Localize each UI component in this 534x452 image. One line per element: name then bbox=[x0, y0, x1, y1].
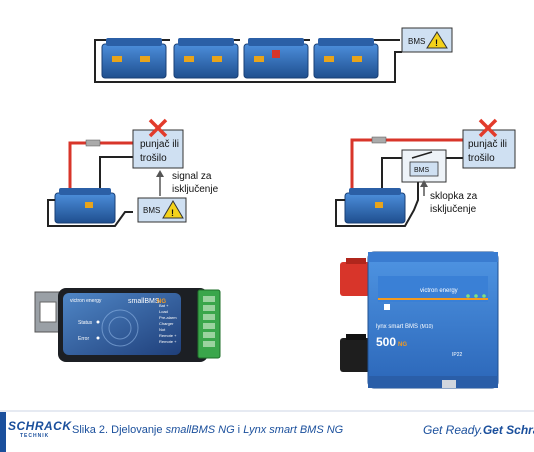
right-bms-label: BMS bbox=[414, 167, 430, 174]
terminal-label: Bat + bbox=[159, 303, 169, 308]
top-battery-1 bbox=[101, 38, 167, 79]
left-diagram: punjač ili trošilo BMS ! signal za isklj… bbox=[47, 118, 219, 227]
right-battery bbox=[344, 188, 406, 224]
cross-icon bbox=[148, 118, 168, 138]
terminal-label: Not bbox=[159, 327, 166, 332]
left-signal-label-1: signal za bbox=[172, 171, 212, 182]
warning-icon: ! bbox=[426, 31, 448, 49]
small-bms-error-label: Error bbox=[78, 336, 89, 342]
top-battery-diagram: BMS ! bbox=[94, 27, 453, 83]
left-bms-box: BMS ! bbox=[137, 197, 187, 223]
footer-accent bbox=[0, 412, 6, 452]
left-battery bbox=[54, 188, 116, 224]
left-load-box: punjač ili trošilo bbox=[132, 118, 184, 169]
schrack-logo-sub: TECHNIK bbox=[20, 433, 50, 439]
figure-caption: Slika 2. Djelovanje smallBMS NG i Lynx s… bbox=[72, 424, 343, 436]
left-bms-label: BMS bbox=[143, 206, 160, 215]
terminal-label: Pre-alarm bbox=[159, 315, 177, 320]
left-load-label-1: punjač ili bbox=[140, 139, 179, 150]
terminal-label: Load bbox=[159, 309, 168, 314]
tagline-prefix: Get Ready. bbox=[423, 423, 483, 437]
small-bms-device: victron energy smallBMS NG Status Error … bbox=[34, 288, 221, 362]
lynx-ip-rating: IP22 bbox=[452, 352, 463, 358]
small-bms-terminal-labels: Bat + Load Pre-alarm Charger Not Remote … bbox=[159, 303, 177, 344]
lynx-rating: 500 bbox=[376, 335, 396, 349]
svg-text:!: ! bbox=[435, 38, 438, 48]
caption-prefix: Slika 2. Djelovanje bbox=[72, 424, 166, 436]
footer-bar: SCHRACK TECHNIK Slika 2. Djelovanje smal… bbox=[0, 410, 534, 452]
tagline: Get Ready.Get Schrac bbox=[423, 423, 534, 437]
small-bms-status-label: Status bbox=[78, 320, 93, 326]
lynx-smart-bms-device: victron energy lynx smart BMS (M10) 500 … bbox=[340, 251, 499, 389]
small-bms-brand: victron energy bbox=[70, 298, 102, 304]
small-bms-model: smallBMS bbox=[128, 298, 160, 305]
warning-icon: ! bbox=[162, 200, 184, 219]
terminal-label: Charger bbox=[159, 321, 174, 326]
right-load-box: punjač ili trošilo bbox=[462, 118, 516, 169]
right-switch-label-2: isključenje bbox=[430, 204, 477, 215]
right-diagram: BMS punjač ili trošilo sklopka za isklju… bbox=[335, 118, 516, 227]
top-bms-box: BMS ! bbox=[401, 27, 453, 53]
right-load-label-1: punjač ili bbox=[468, 139, 507, 150]
top-battery-2 bbox=[173, 38, 239, 79]
lynx-brand: victron energy bbox=[420, 288, 458, 294]
top-bms-label: BMS bbox=[408, 37, 425, 46]
terminal-label: Remote + bbox=[159, 333, 177, 338]
small-bms-model-suffix: NG bbox=[157, 299, 166, 305]
left-signal-label-2: isključenje bbox=[172, 184, 219, 195]
svg-text:!: ! bbox=[171, 208, 174, 218]
terminal-label: Remote + bbox=[159, 339, 177, 344]
right-load-label-2: trošilo bbox=[468, 153, 495, 164]
top-battery-4 bbox=[313, 38, 379, 79]
schrack-logo: SCHRACK bbox=[8, 419, 72, 433]
tagline-bold: Get Schrac bbox=[482, 423, 534, 437]
caption-name-1: smallBMS NG bbox=[165, 424, 235, 436]
top-battery-3 bbox=[243, 38, 309, 79]
caption-name-2: Lynx smart BMS NG bbox=[243, 424, 344, 436]
lynx-rating-suffix: NG bbox=[398, 342, 407, 348]
right-switch-label-1: sklopka za bbox=[430, 191, 478, 202]
lynx-model: lynx smart BMS bbox=[376, 324, 418, 330]
bms-diagram: BMS ! punjač ili trošilo bbox=[34, 27, 516, 389]
right-switch-box: BMS bbox=[401, 149, 447, 183]
caption-mid: i bbox=[234, 424, 244, 436]
left-load-label-2: trošilo bbox=[140, 153, 167, 164]
lynx-model-suffix: (M10) bbox=[420, 324, 433, 330]
cross-icon bbox=[478, 118, 498, 138]
